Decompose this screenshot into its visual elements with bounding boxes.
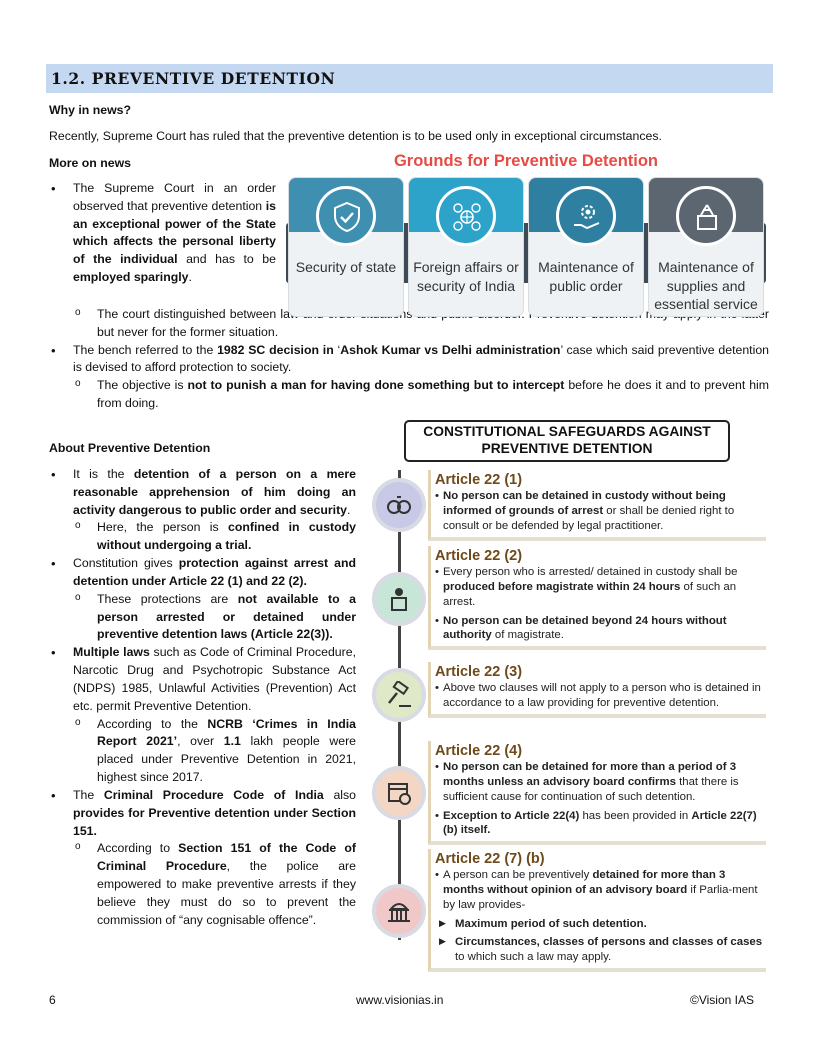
bullet-marker-icon: o [75, 520, 81, 532]
list-item: The bench referred to the 1982 SC decisi… [49, 342, 769, 378]
bullet-marker-icon: o [75, 307, 81, 318]
article-point: Exception to Article 22(4) has been prov… [435, 809, 766, 839]
ground-label: Maintenance of public order [538, 259, 634, 294]
section-heading: 1.2. PREVENTIVE DETENTION [51, 69, 336, 88]
bullet-marker-icon: o [75, 378, 81, 390]
bullet-marker-icon: o [75, 841, 81, 853]
list-item: The Criminal Procedure Code of India als… [49, 787, 356, 840]
grounds-infographic: Grounds for Preventive Detention Securit… [286, 150, 766, 318]
grounds-title: Grounds for Preventive Detention [393, 152, 659, 170]
bullet-marker-icon: o [75, 716, 81, 728]
list-item: It is the detention of a person on a mer… [49, 466, 356, 519]
about-list: It is the detention of a person on a mer… [49, 466, 356, 930]
ground-card-public-order: Maintenance of public order [528, 177, 644, 317]
list-item: Multiple laws such as Code of Criminal P… [49, 644, 356, 715]
article-22-4-box: Article 22 (4) No person can be detained… [428, 741, 766, 846]
handcuffs-icon [372, 478, 426, 532]
why-in-news-text: Recently, Supreme Court has ruled that t… [49, 129, 662, 143]
ground-label: Foreign affairs or security of India [413, 259, 519, 294]
article-22-3-box: Article 22 (3) Above two clauses will no… [428, 662, 766, 718]
bullet-marker-icon: o [75, 591, 81, 603]
ground-label: Maintenance of supplies and essential se… [654, 259, 758, 316]
parliament-icon [372, 884, 426, 938]
article-point: A person can be preventively detained fo… [435, 868, 766, 912]
more-on-news-heading: More on news [49, 156, 131, 170]
ground-label: Security of state [295, 259, 397, 275]
article-title: Article 22 (4) [435, 743, 523, 759]
article-point: No person can be detained beyond 24 hour… [435, 614, 766, 644]
article-22-1-box: Article 22 (1) No person can be detained… [428, 470, 766, 541]
currency-globe-icon [436, 186, 496, 246]
ground-card-foreign-affairs: Foreign affairs or security of India [408, 177, 524, 317]
about-heading: About Preventive Detention [49, 441, 211, 455]
ground-card-security: Security of state [288, 177, 404, 317]
page-number: 6 [49, 993, 56, 1007]
list-item: Constitution gives protection against ar… [49, 555, 356, 591]
judge-podium-icon [372, 572, 426, 626]
calendar-clock-icon [372, 766, 426, 820]
article-title: Article 22 (1) [435, 472, 523, 488]
article-subpoint: Maximum period of such detention. [435, 917, 766, 932]
article-title: Article 22 (3) [435, 664, 523, 680]
more-on-news-list-top: The Supreme Court in an order observed t… [49, 180, 276, 287]
article-point: No person can be detained for more than … [435, 760, 766, 804]
article-point: Every person who is arrested/ detained i… [435, 565, 766, 609]
article-22-7b-box: Article 22 (7) (b) A person can be preve… [428, 849, 766, 973]
article-subpoint: Circumstances, classes of persons and cl… [435, 935, 766, 965]
ground-card-supplies: Maintenance of supplies and essential se… [648, 177, 764, 317]
article-point: No person can be detained in custody wit… [435, 489, 766, 533]
list-item: The Supreme Court in an order observed t… [49, 180, 276, 287]
shield-check-icon [316, 186, 376, 246]
article-22-2-box: Article 22 (2) Every person who is arres… [428, 546, 766, 651]
section-heading-bar: 1.2. PREVENTIVE DETENTION [46, 64, 773, 93]
article-title: Article 22 (2) [435, 548, 523, 564]
hand-gear-icon [556, 186, 616, 246]
website-link[interactable]: www.visionias.in [356, 993, 444, 1007]
gavel-icon [372, 668, 426, 722]
copyright: ©Vision IAS [690, 993, 754, 1007]
article-title: Article 22 (7) (b) [435, 851, 545, 867]
article-point: Above two clauses will not apply to a pe… [435, 681, 766, 711]
safeguards-title: CONSTITUTIONAL SAFEGUARDS AGAINST PREVEN… [404, 420, 730, 462]
why-in-news-heading: Why in news? [49, 103, 131, 117]
tools-box-icon [676, 186, 736, 246]
